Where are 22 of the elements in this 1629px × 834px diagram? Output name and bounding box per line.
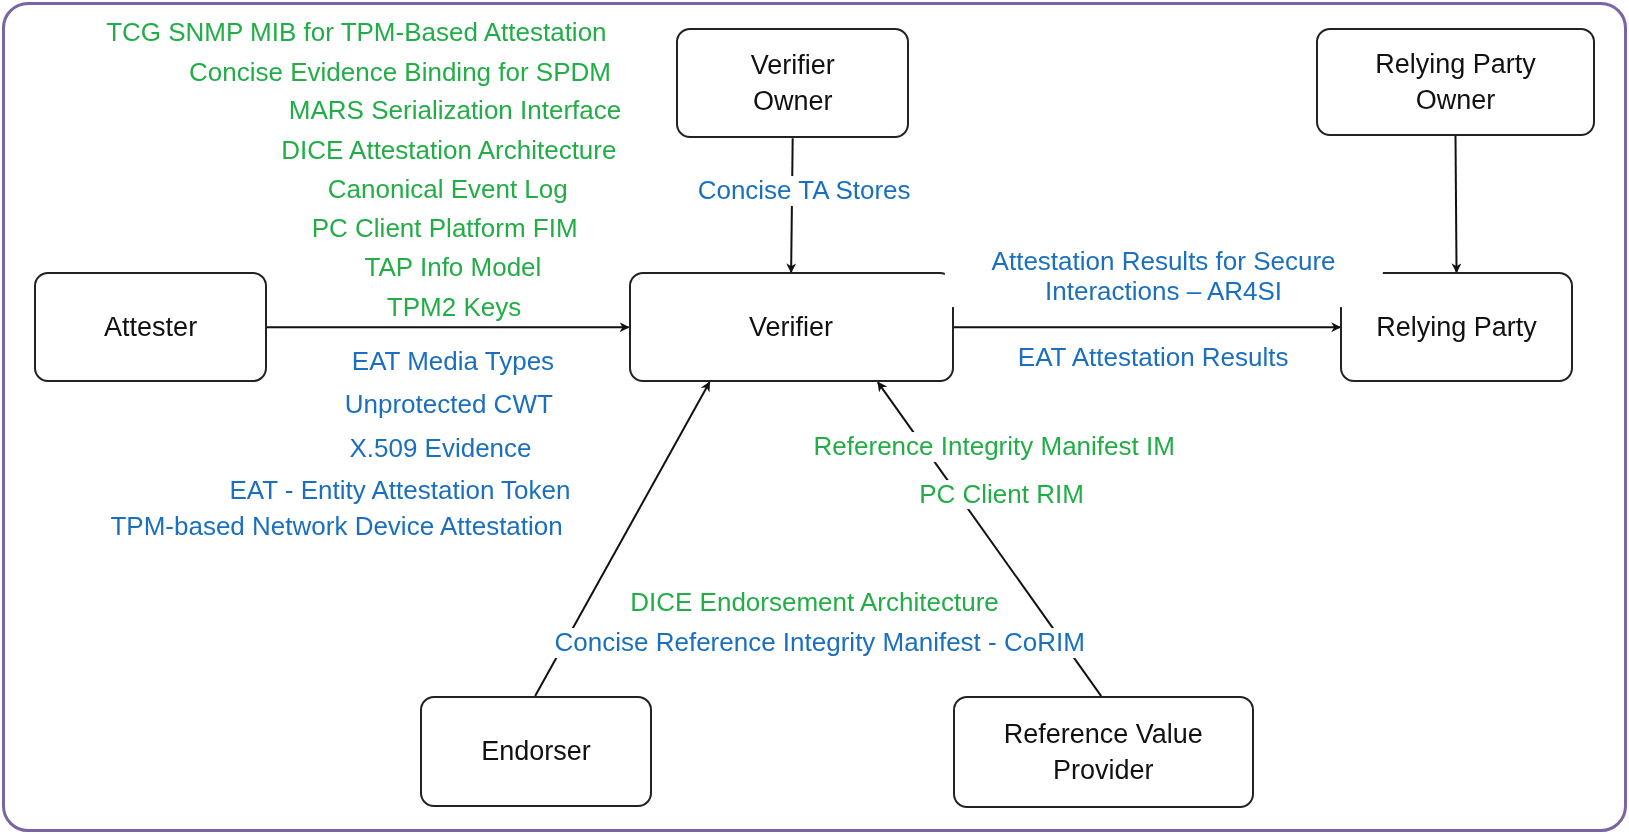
spec-label: Concise TA Stores (696, 176, 912, 207)
node-label: Reference Value Provider (1002, 717, 1204, 788)
node-label: Attester (103, 311, 199, 344)
spec-label: Concise Reference Integrity Manifest - CoRIM (553, 628, 1086, 658)
entity-box (1316, 28, 1595, 137)
node-label: Relying Party (1375, 311, 1538, 344)
spec-label: Reference Integrity Manifest IM (812, 431, 1176, 462)
entity-box (1340, 272, 1573, 383)
node-label: Endorser (480, 735, 592, 769)
node-label: Verifier (748, 311, 835, 344)
arrow (1451, 135, 1462, 274)
arrow (534, 381, 711, 698)
spec-label: PC Client RIM (918, 479, 1085, 510)
node-label: Verifier Owner (749, 48, 836, 119)
entity-box (419, 696, 653, 808)
entity-box (34, 272, 267, 383)
entity-box (676, 28, 909, 139)
node-label: Relying Party Owner (1374, 47, 1537, 118)
entity-box (628, 272, 954, 383)
entity-box (952, 696, 1254, 809)
arrow (266, 322, 630, 333)
arrow (952, 322, 1342, 333)
